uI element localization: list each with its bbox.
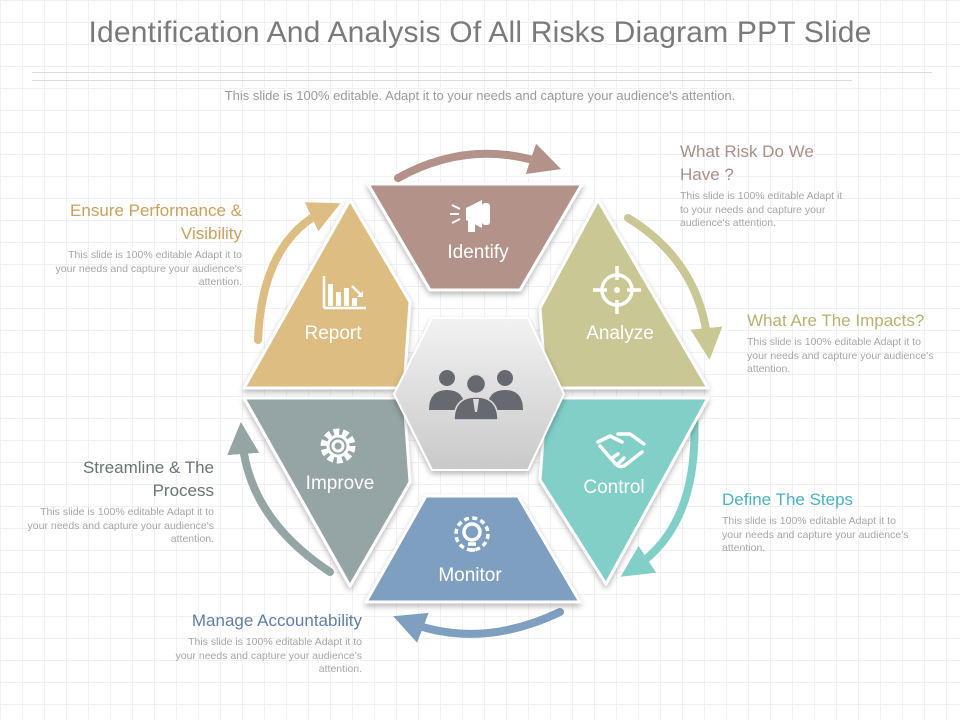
callout-analyze: What Are The Impacts? This slide is 100%… <box>747 309 937 377</box>
callout-heading-improve: Streamline & The Process <box>82 458 214 500</box>
callout-text-monitor: This slide is 100% editable Adapt it to … <box>175 636 362 675</box>
callout-report: Ensure Performance & Visibility This sli… <box>52 199 242 290</box>
callout-text-control: This slide is 100% editable Adapt it to … <box>722 515 909 554</box>
callout-heading-control: Define The Steps <box>722 490 854 509</box>
callout-monitor: Manage Accountability This slide is 100%… <box>172 609 362 677</box>
callout-text-identify: This slide is 100% editable Adapt it to … <box>680 190 843 229</box>
cycle-arrow-analyze-to-control <box>624 214 723 360</box>
cycle-arrow-report-to-identify <box>254 202 341 344</box>
segment-label-analyze: Analyze <box>586 323 654 344</box>
callout-identify: What Risk Do We Have ? This slide is 100… <box>680 140 850 231</box>
callout-text-report: This slide is 100% editable Adapt it to … <box>55 249 242 288</box>
target-icon <box>593 266 641 314</box>
callout-heading-identify: What Risk Do We Have ? <box>680 142 814 184</box>
segment-report[interactable] <box>242 198 412 390</box>
cycle-arrow-control-to-monitor <box>620 410 699 577</box>
segment-label-report: Report <box>304 323 362 344</box>
callout-text-improve: This slide is 100% editable Adapt it to … <box>27 506 214 545</box>
title-divider-secondary <box>32 80 852 81</box>
lightbulb-gear-icon <box>454 516 490 552</box>
callout-heading-monitor: Manage Accountability <box>191 611 362 630</box>
slide-subtitle: This slide is 100% editable. Adapt it to… <box>224 88 736 103</box>
segment-label-monitor: Monitor <box>438 565 502 586</box>
slide-title: Identification And Analysis Of All Risks… <box>88 16 872 49</box>
callout-control: Define The Steps This slide is 100% edit… <box>722 488 912 556</box>
megaphone-icon <box>450 200 490 232</box>
callout-heading-report: Ensure Performance & Visibility <box>70 201 242 243</box>
gear-icon <box>320 428 356 464</box>
cycle-arrow-identify-to-analyze <box>394 143 562 182</box>
segment-improve[interactable] <box>242 396 412 588</box>
callout-improve: Streamline & The Process This slide is 1… <box>24 456 214 547</box>
callout-text-analyze: This slide is 100% editable Adapt it to … <box>747 336 934 375</box>
title-divider <box>32 72 932 73</box>
bar-chart-icon <box>322 276 366 310</box>
cycle-arrow-monitor-to-improve <box>393 608 564 643</box>
center-hexagon <box>392 317 566 471</box>
callout-heading-analyze: What Are The Impacts? <box>747 311 925 330</box>
handshake-icon <box>596 432 646 469</box>
segment-label-control: Control <box>583 477 644 498</box>
cycle-arrow-improve-to-report <box>227 422 334 576</box>
people-group-icon <box>429 370 523 421</box>
segment-label-improve: Improve <box>306 473 375 494</box>
segment-identify[interactable] <box>366 182 584 292</box>
segment-label-identify: Identify <box>447 242 509 263</box>
segment-control[interactable] <box>538 396 710 586</box>
